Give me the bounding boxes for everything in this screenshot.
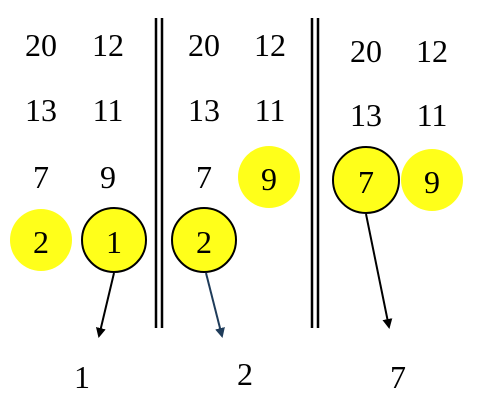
- panel-1-selected-circle: [81, 207, 147, 273]
- panel-2-highlight-value: 9: [261, 161, 277, 197]
- panel-1-highlight-disc: [10, 209, 72, 271]
- panel-1: 20 12 13 11 7 9 2 1 1: [10, 27, 147, 395]
- panel-2-row-3-left: 7: [196, 159, 212, 195]
- panel-2-selected-value: 2: [196, 224, 212, 260]
- panel-3-highlight-value: 9: [424, 164, 440, 200]
- panel-1-row-1-right: 12: [92, 27, 124, 63]
- panel-3: 20 12 13 11 7 9 7: [332, 33, 463, 395]
- panel-2-row-2-left: 13: [188, 92, 220, 128]
- panel-2-selected-circle: [171, 207, 237, 273]
- separator-2: [310, 18, 320, 328]
- panel-2-row-1-left: 20: [188, 27, 220, 63]
- panel-3-row-2-right: 11: [417, 97, 448, 133]
- panel-1-row-3-left: 7: [33, 159, 49, 195]
- panel-1-row-3-right: 9: [100, 159, 116, 195]
- panel-3-row-1-left: 20: [350, 33, 382, 69]
- panel-3-highlight-disc: [401, 149, 463, 211]
- panel-3-row-1-right: 12: [416, 33, 448, 69]
- panel-1-row-2-right: 11: [93, 92, 124, 128]
- panel-3-output-arrow: [365, 213, 393, 329]
- panel-3-selected-value: 7: [358, 164, 374, 200]
- panel-2-result: 2: [237, 356, 253, 392]
- panel-1-row-1-left: 20: [25, 27, 57, 63]
- panel-2-row-1-right: 12: [254, 27, 286, 63]
- panel-2: 20 12 13 11 7 9 2 2: [171, 27, 300, 392]
- panel-1-output-arrow: [95, 272, 115, 338]
- panel-3-result: 7: [390, 359, 406, 395]
- separator-1: [154, 18, 164, 328]
- panel-1-highlight-value: 2: [33, 224, 49, 260]
- panel-2-row-2-right: 11: [255, 92, 286, 128]
- panel-2-output-arrow: [205, 272, 225, 338]
- panel-1-selected-value: 1: [106, 224, 122, 260]
- panel-3-selected-circle: [332, 146, 400, 214]
- panel-1-row-2-left: 13: [25, 92, 57, 128]
- panel-2-highlight-disc: [238, 146, 300, 208]
- panel-1-result: 1: [74, 359, 90, 395]
- panel-3-row-2-left: 13: [350, 97, 382, 133]
